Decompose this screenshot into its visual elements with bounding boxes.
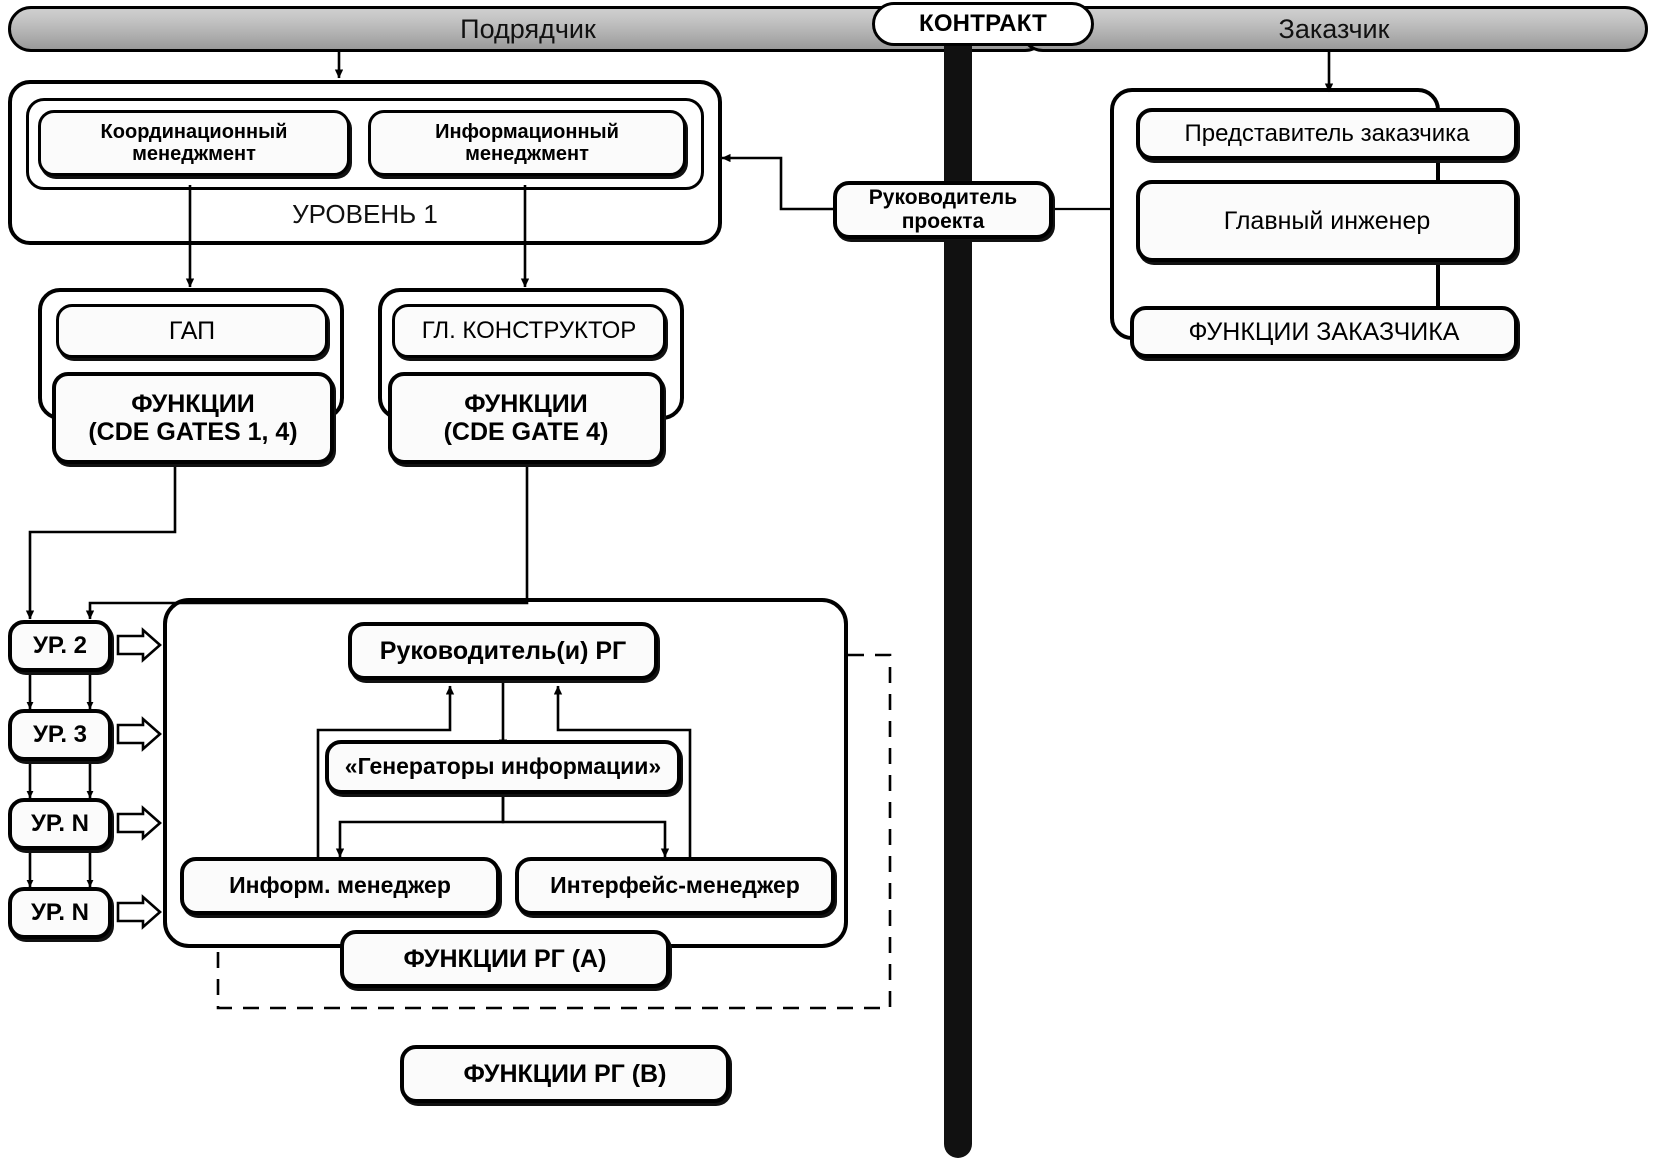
information-manager-box[interactable]: Информ. менеджер bbox=[180, 857, 500, 915]
gap-title-box[interactable]: ГАП bbox=[56, 304, 328, 358]
workgroup-leader-label: Руководитель(и) РГ bbox=[379, 637, 627, 665]
level-box-urn-2-label: УР. N bbox=[30, 898, 89, 926]
gap-functions-box[interactable]: ФУНКЦИИ (CDE GATES 1, 4) bbox=[52, 372, 334, 464]
workgroup-functions-a-label: ФУНКЦИИ РГ (А) bbox=[403, 945, 607, 973]
level-box-ur3[interactable]: УР. 3 bbox=[8, 709, 112, 761]
gap-title-label: ГАП bbox=[168, 317, 216, 345]
banner-client-label: Заказчик bbox=[1278, 13, 1390, 44]
interface-manager-label: Интерфейс-менеджер bbox=[550, 872, 800, 899]
information-generators-label: «Генераторы информации» bbox=[344, 753, 662, 780]
banner-client: Заказчик bbox=[1020, 6, 1648, 52]
gap-functions-line1: ФУНКЦИИ bbox=[131, 390, 255, 418]
gap-functions-line2: (CDE GATES 1, 4) bbox=[88, 418, 298, 446]
coordination-management-box[interactable]: Координационный менеджмент bbox=[38, 110, 350, 176]
information-manager-label: Информ. менеджер bbox=[229, 872, 451, 899]
client-representative-label: Представитель заказчика bbox=[1184, 119, 1470, 147]
level-box-urn-1[interactable]: УР. N bbox=[8, 798, 112, 850]
chief-designer-title-label: ГЛ. КОНСТРУКТОР bbox=[421, 316, 637, 344]
chief-designer-functions-line2: (CDE GATE 4) bbox=[443, 418, 609, 446]
project-manager-line1: Руководитель bbox=[868, 186, 1018, 210]
interface-manager-box[interactable]: Интерфейс-менеджер bbox=[515, 857, 835, 915]
level1-group bbox=[8, 80, 722, 245]
chief-designer-title-box[interactable]: ГЛ. КОНСТРУКТОР bbox=[392, 304, 666, 358]
level1-label: УРОВЕНЬ 1 bbox=[292, 198, 438, 229]
chief-engineer-box[interactable]: Главный инженер bbox=[1136, 180, 1518, 262]
project-manager-line2: проекта bbox=[901, 210, 985, 233]
client-functions-label: ФУНКЦИИ ЗАКАЗЧИКА bbox=[1188, 318, 1460, 346]
workgroup-functions-b-box[interactable]: ФУНКЦИИ РГ (В) bbox=[400, 1045, 730, 1103]
contract-badge: КОНТРАКТ bbox=[872, 2, 1094, 46]
project-manager-box[interactable]: Руководитель проекта bbox=[833, 181, 1053, 239]
banner-contractor-label: Подрядчик bbox=[460, 13, 596, 44]
level-box-ur2-label: УР. 2 bbox=[32, 631, 88, 659]
chief-designer-functions-line1: ФУНКЦИИ bbox=[464, 390, 588, 418]
client-functions-box[interactable]: ФУНКЦИИ ЗАКАЗЧИКА bbox=[1130, 306, 1518, 358]
information-management-label: Информационный менеджмент bbox=[435, 120, 619, 165]
workgroup-functions-b-label: ФУНКЦИИ РГ (В) bbox=[463, 1060, 667, 1088]
coordination-management-label: Координационный менеджмент bbox=[100, 120, 288, 165]
workgroup-leader-box[interactable]: Руководитель(и) РГ bbox=[348, 622, 658, 680]
information-generators-box[interactable]: «Генераторы информации» bbox=[325, 740, 681, 794]
client-representative-box[interactable]: Представитель заказчика bbox=[1136, 108, 1518, 160]
level1-inner-group bbox=[26, 98, 704, 190]
level-box-urn-1-label: УР. N bbox=[30, 809, 89, 837]
level-box-ur2[interactable]: УР. 2 bbox=[8, 620, 112, 672]
information-management-box[interactable]: Информационный менеджмент bbox=[368, 110, 686, 176]
workgroup-functions-a-box[interactable]: ФУНКЦИИ РГ (А) bbox=[340, 930, 670, 988]
level-box-urn-2[interactable]: УР. N bbox=[8, 887, 112, 939]
chief-engineer-label: Главный инженер bbox=[1223, 207, 1431, 235]
chief-designer-functions-box[interactable]: ФУНКЦИИ (CDE GATE 4) bbox=[388, 372, 664, 464]
level-box-ur3-label: УР. 3 bbox=[32, 720, 88, 748]
